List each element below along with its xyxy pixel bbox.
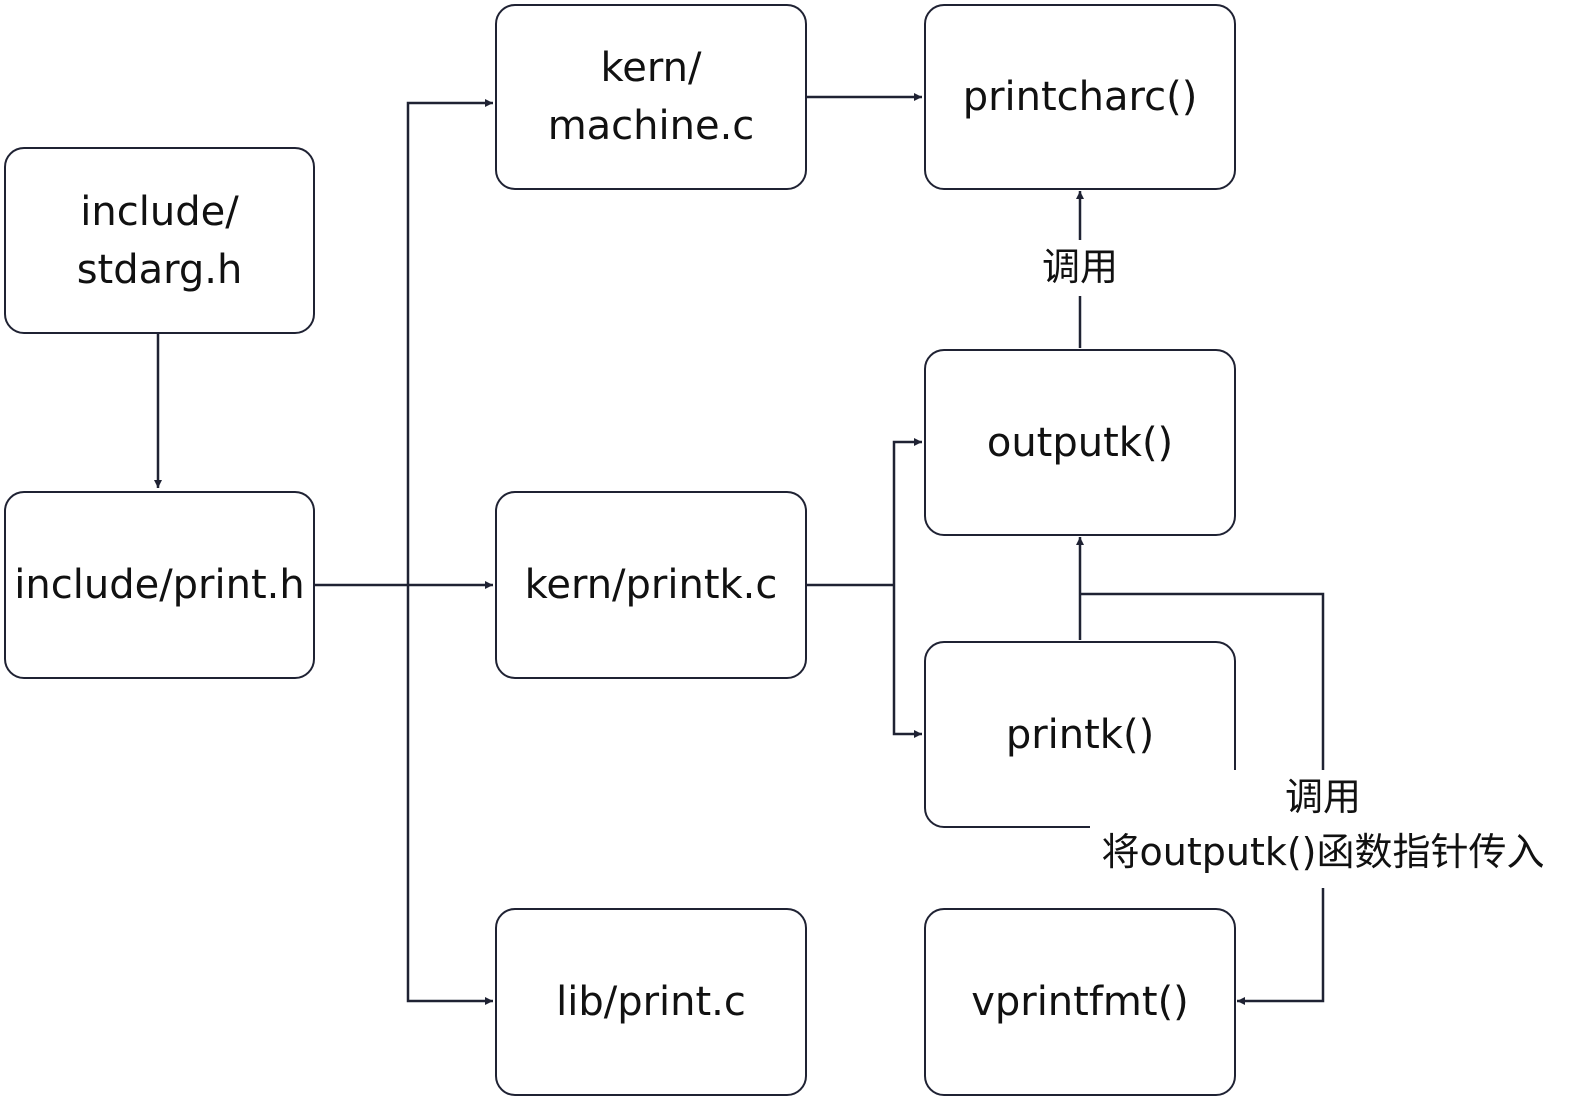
edge-printk-c-to-outputk — [892, 438, 922, 585]
edge-label-call-top: 调用 — [1030, 240, 1130, 296]
edge-label-call-right-line1: 调用 — [1284, 775, 1361, 819]
node-kern-machine-c-line1: kern/ — [600, 45, 702, 91]
node-include-stdarg-h-line1: include/ — [80, 188, 239, 235]
node-kern-printk-c-label: kern/printk.c — [524, 562, 778, 608]
node-include-print-h: include/print.h — [4, 491, 315, 679]
node-lib-print-c-label: lib/print.c — [556, 979, 746, 1025]
node-vprintfmt-label: vprintfmt() — [971, 979, 1189, 1025]
node-include-stdarg-h-line2: stdarg.h — [76, 246, 243, 293]
node-include-stdarg-h: include/ stdarg.h — [4, 147, 315, 334]
node-outputk-label: outputk() — [986, 419, 1174, 466]
node-include-print-h-label: include/print.h — [14, 562, 305, 608]
edge-label-call-right: 调用 将outputk()函数指针传入 — [1090, 770, 1556, 888]
node-vprintfmt: vprintfmt() — [924, 908, 1236, 1096]
edge-printk-c-to-printk-fn — [892, 585, 922, 738]
node-kern-machine-c-line2: machine.c — [547, 103, 755, 149]
node-kern-printk-c: kern/printk.c — [495, 491, 807, 679]
node-lib-print-c: lib/print.c — [495, 908, 807, 1096]
node-printcharc-label: printcharc() — [962, 74, 1198, 120]
node-kern-machine-c: kern/ machine.c — [495, 4, 807, 190]
edge-label-call-right-line2: 将outputk()函数指针传入 — [1101, 830, 1545, 875]
edge-print-h-to-machine — [406, 99, 493, 585]
edge-print-h-to-lib-print — [406, 585, 493, 1005]
node-printcharc: printcharc() — [924, 4, 1236, 190]
node-printk-fn-label: printk() — [1005, 711, 1155, 758]
node-outputk: outputk() — [924, 349, 1236, 536]
edge-label-call-top-text: 调用 — [1041, 245, 1118, 289]
